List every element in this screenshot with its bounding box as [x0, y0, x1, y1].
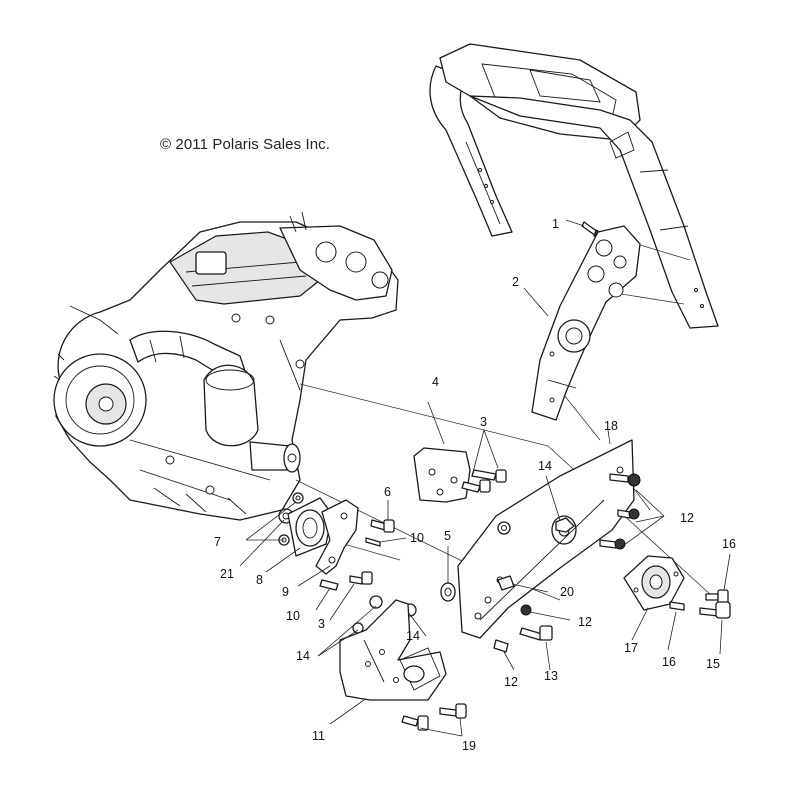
part-10-bolt-lower [319, 579, 339, 591]
callout-3-upper: 3 [480, 415, 487, 429]
copyright-notice: © 2011 Polaris Sales Inc. [160, 136, 331, 153]
callout-11: 11 [312, 729, 325, 743]
part-5-spacer [440, 582, 456, 602]
callout-10-upper: 10 [410, 531, 424, 545]
callout-1: 1 [552, 217, 559, 231]
part-2-upper-bracket [531, 225, 641, 421]
callout-18: 18 [604, 419, 618, 433]
callout-9: 9 [282, 585, 289, 599]
callout-16-upper: 16 [722, 537, 736, 551]
frame-rollbar [429, 43, 719, 329]
callout-19: 19 [462, 739, 476, 753]
part-20-clip [497, 575, 515, 591]
callout-4: 4 [432, 375, 439, 389]
callout-14-lower: 14 [296, 649, 310, 663]
part-12-bolt-right [520, 604, 532, 616]
callout-3-lower: 3 [318, 617, 325, 631]
callout-13: 13 [544, 669, 558, 683]
part-8-isolator [287, 497, 333, 557]
part-17-isolator [623, 555, 685, 611]
callout-10-lower: 10 [286, 609, 300, 623]
part-6-bolt [370, 519, 395, 533]
part-3-bolt-lower [349, 571, 373, 585]
part-9-bracket [315, 499, 359, 575]
part-15-bolt [699, 601, 731, 619]
part-14-nut-center [555, 517, 575, 533]
callout-16-lower: 16 [662, 655, 676, 669]
callout-12-upper: 12 [680, 511, 694, 525]
callout-14-center: 14 [538, 459, 552, 473]
leader-lines [239, 219, 731, 737]
part-13-bolt [519, 625, 553, 641]
part-10-bolt-upper [365, 537, 381, 547]
callout-15: 15 [706, 657, 720, 671]
part-19-bolts [401, 703, 467, 731]
part-16-bolt-upper [705, 589, 729, 605]
callout-8: 8 [256, 573, 263, 587]
callout-numbers: 1 2 4 3 18 14 6 12 10 7 5 16 21 8 20 9 1… [214, 217, 736, 753]
part-12-bolt-lower [493, 639, 509, 653]
callout-7: 7 [214, 535, 221, 549]
callout-17: 17 [624, 641, 638, 655]
engine-assembly [53, 211, 399, 521]
callout-12-right: 12 [578, 615, 592, 629]
callout-2: 2 [512, 275, 519, 289]
callout-6: 6 [384, 485, 391, 499]
part-16-bolt-lower [669, 601, 685, 611]
callout-12-lower: 12 [504, 675, 518, 689]
callout-20: 20 [560, 585, 574, 599]
part-3-bolts-upper [461, 469, 507, 493]
callout-14-mid: 14 [406, 629, 420, 643]
callout-5: 5 [444, 529, 451, 543]
part-11-lower-bracket [339, 599, 447, 701]
part-4-bracket [413, 447, 471, 503]
part-7-nuts [278, 492, 304, 546]
callout-21: 21 [220, 567, 234, 581]
